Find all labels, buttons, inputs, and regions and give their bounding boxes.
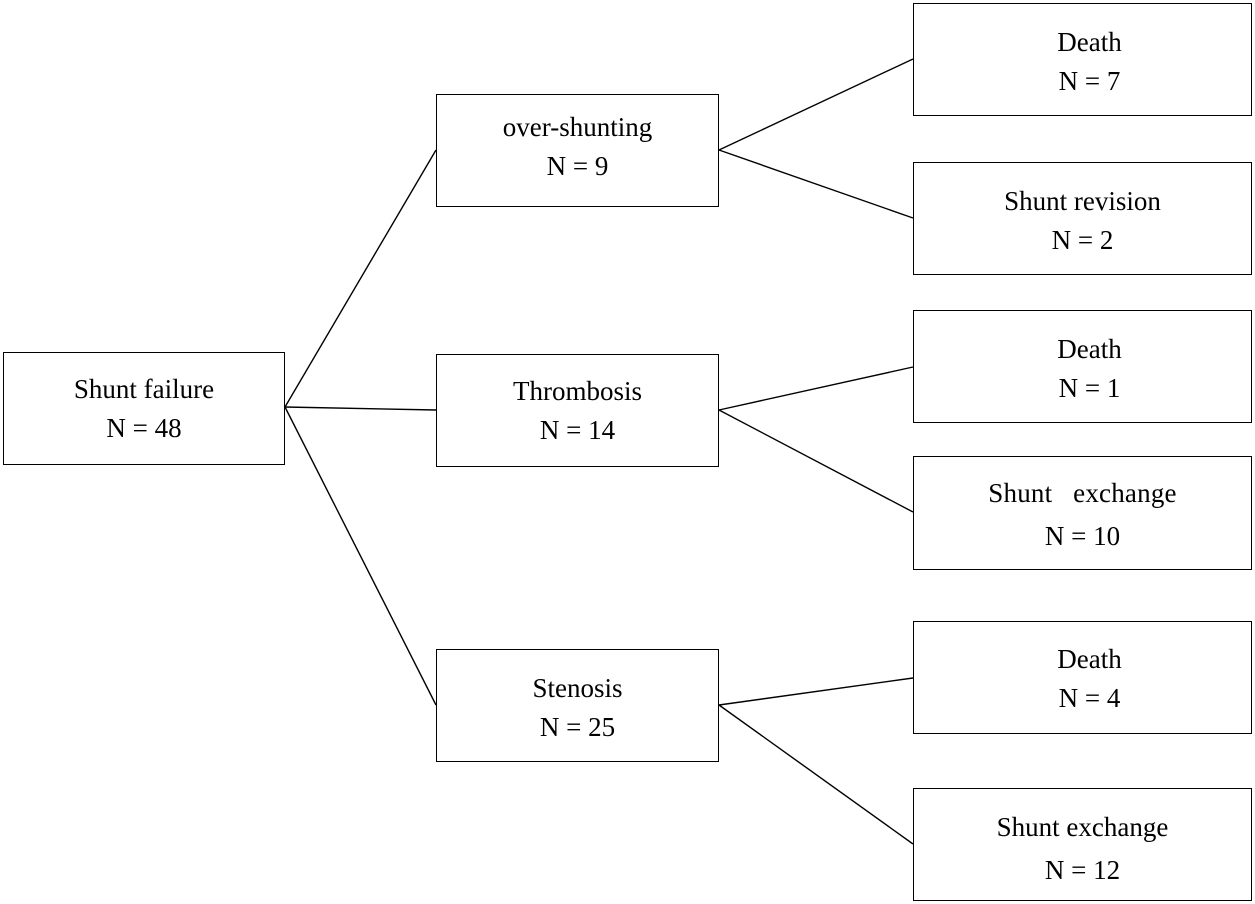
node-thrombosis-death: Death N = 1 [913,310,1252,423]
connector-stenosis-to-death [718,677,914,706]
node-over-shunting-death: Death N = 7 [913,3,1252,116]
node-thrombosis-shunt-exchange: Shunt exchange N = 10 [913,456,1252,570]
connector-root-to-thrombosis [284,406,437,411]
node-stenosis: Stenosis N = 25 [436,649,719,762]
node-label: Death [1057,334,1122,364]
node-label: Death [1057,27,1122,57]
node-label: over-shunting [502,112,653,142]
node-stenosis-shunt-exchange: Shunt exchange N = 12 [913,788,1252,901]
node-count: N = 12 [1044,855,1121,885]
node-over-shunting: over-shunting N = 9 [436,94,719,207]
node-label: Shunt exchange [988,478,1177,508]
node-label: Shunt revision [1004,186,1161,216]
connector-root-to-over-shunting [284,149,437,408]
node-count: N = 7 [1058,66,1121,96]
node-over-shunting-shunt-revision: Shunt revision N = 2 [913,162,1252,275]
node-count: N = 48 [106,413,182,443]
connector-over-shunting-to-death [718,58,914,151]
node-shunt-failure: Shunt failure N = 48 [3,352,285,465]
node-stenosis-death: Death N = 4 [913,621,1252,734]
node-label: Shunt failure [73,374,215,404]
node-count: N = 4 [1058,683,1121,713]
node-label: Thrombosis [512,376,642,406]
node-count: N = 14 [539,415,616,445]
node-count: N = 25 [539,712,616,742]
connector-thrombosis-to-shunt-exchange [718,409,914,513]
connector-over-shunting-to-shunt-revision [718,149,914,219]
node-count: N = 9 [546,151,609,181]
connector-stenosis-to-shunt-exchange [718,704,914,845]
node-count: N = 1 [1058,373,1121,403]
node-label: Shunt exchange [996,812,1169,842]
node-label: Death [1057,644,1122,674]
node-label: Stenosis [532,673,623,703]
node-count: N = 2 [1051,225,1114,255]
connector-root-to-stenosis [284,406,437,706]
node-thrombosis: Thrombosis N = 14 [436,354,719,467]
connector-thrombosis-to-death [718,366,914,411]
node-count: N = 10 [1044,521,1121,551]
